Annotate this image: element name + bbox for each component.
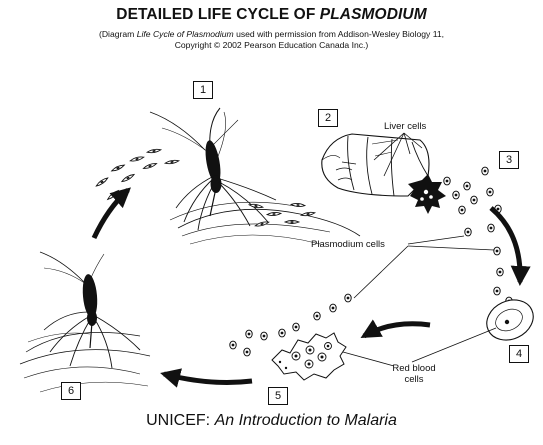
stage-number-6: 6 xyxy=(61,382,81,400)
stage-number-5: 5 xyxy=(268,387,288,405)
liver-cells-icon xyxy=(322,134,446,214)
source-caption: UNICEF: An Introduction to Malaria xyxy=(0,412,543,430)
plasmodium-cells-label: Plasmodium cells xyxy=(311,239,385,250)
stage-number-2: 2 xyxy=(318,109,338,127)
arrow-5-to-6 xyxy=(164,374,252,382)
ruptured-cell-icon xyxy=(272,333,346,380)
stage-number-4: 4 xyxy=(509,345,529,363)
mosquito-bottom-icon xyxy=(20,252,150,392)
liver-cells-label: Liver cells xyxy=(384,121,426,132)
red-blood-cells-label-line-1: Red blood xyxy=(390,363,438,374)
red-blood-cells-label-line-2: cells xyxy=(390,374,438,385)
caption-prefix: UNICEF: xyxy=(146,412,214,429)
caption-italic: An Introduction to Malaria xyxy=(215,412,397,429)
sporozoites-icon xyxy=(95,148,315,227)
stage-number-3: 3 xyxy=(499,151,519,169)
merozoites-icon xyxy=(230,167,512,356)
red-blood-cells-label: Red blood cells xyxy=(390,363,438,385)
arrow-3-to-4 xyxy=(491,208,520,282)
arrow-4-to-5 xyxy=(364,324,430,336)
red-blood-cell-icon xyxy=(480,293,540,348)
stage-number-1: 1 xyxy=(193,81,213,99)
